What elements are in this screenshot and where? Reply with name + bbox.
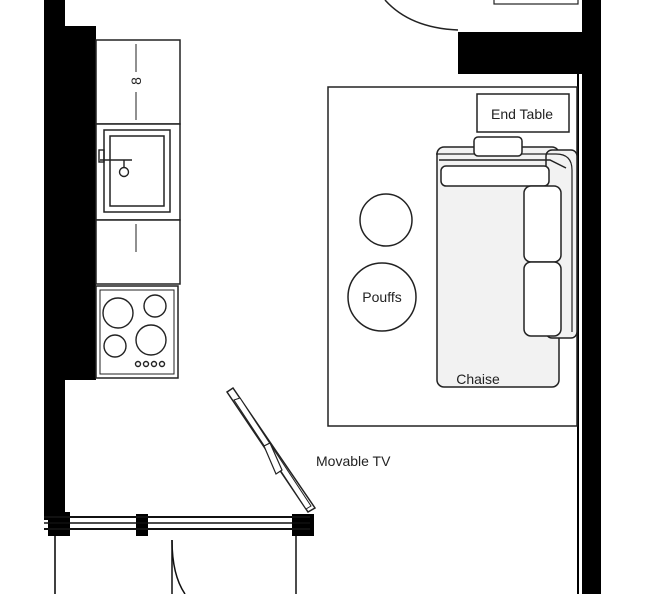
top-fixture <box>493 0 579 5</box>
burner-small-bottom-left <box>103 334 127 358</box>
end-table <box>476 93 570 133</box>
window-post-left <box>48 512 70 536</box>
dishwasher <box>95 219 181 285</box>
fridge-glyph: 8 <box>128 77 144 85</box>
sofa-back-rail <box>439 159 567 169</box>
sofa-back-cushion <box>440 165 550 187</box>
pouf-top <box>359 193 413 247</box>
burner-large-top-left <box>102 297 134 329</box>
movable-tv <box>225 386 317 513</box>
top-door-swing <box>384 0 459 31</box>
end-table-label: End Table <box>491 106 553 122</box>
pouf-bottom <box>347 262 417 332</box>
faucet-icon <box>98 149 132 178</box>
burner-small-top-right <box>143 294 167 318</box>
sofa-cushion-lower <box>523 261 562 337</box>
window-post-right <box>292 514 314 536</box>
fridge <box>95 39 181 125</box>
right-wall <box>582 0 601 594</box>
burners <box>102 294 167 368</box>
kitchen-counter <box>95 39 181 379</box>
sofa <box>436 136 578 388</box>
right-wall-notch <box>458 32 582 74</box>
walls <box>44 0 601 594</box>
bottom-window <box>44 516 310 594</box>
movable-tv-label: Movable TV <box>316 453 391 469</box>
sofa-arm-lamp <box>473 136 523 157</box>
pouffs-label: Pouffs <box>362 289 401 305</box>
sofa-cushion-upper <box>523 185 562 263</box>
chaise-label: Chaise <box>456 371 500 387</box>
window-post-middle <box>136 514 148 536</box>
sink-basin <box>109 135 165 207</box>
burner-large-bottom-right <box>135 324 167 356</box>
kitchen-wall-block <box>44 26 96 380</box>
